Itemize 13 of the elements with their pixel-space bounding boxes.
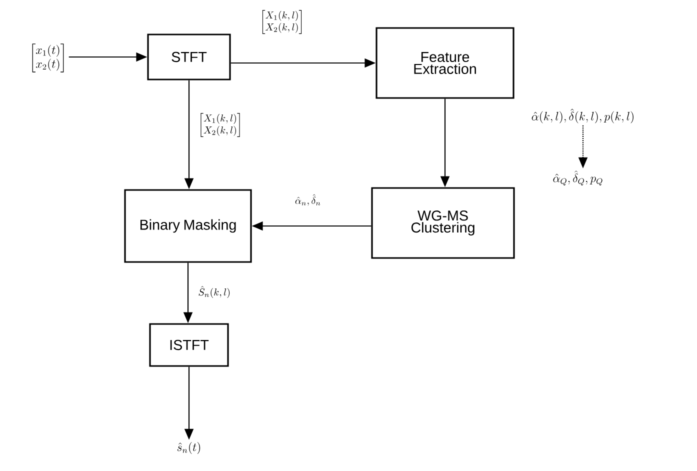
process-box: ISTFT	[149, 323, 229, 367]
signal-label: $\begin{bmatrix}x_1(t)\\ x_2(t)\end{bmatrix}$	[32, 44, 64, 72]
edge-label: $\hat{S}_n(k,l)$	[198, 286, 230, 298]
signal-label: $\hat{\alpha}_Q,\hat{\delta}_Q,p_Q$	[553, 170, 602, 186]
process-box: Feature Extraction	[376, 27, 514, 99]
edge-label: $\hat{\alpha}_n,\hat{\delta}_n$	[295, 194, 320, 206]
edge-label: $\begin{bmatrix}X_1(k,l)\\ X_2(k,l)\end{bmatrix}$	[200, 113, 240, 137]
process-box: Binary Masking	[124, 189, 252, 263]
process-box: WG-MS Clustering	[371, 187, 515, 259]
signal-label: $\hat{s}_n(t)$	[177, 442, 200, 454]
process-box: STFT	[147, 34, 231, 80]
edge-label: $\begin{bmatrix}X_1(k,l)\\ X_2(k,l)\end{bmatrix}$	[262, 10, 302, 34]
signal-label: $\hat{\alpha}(k,l),\hat{\delta}(k,l),p(k,l)$	[532, 108, 634, 124]
